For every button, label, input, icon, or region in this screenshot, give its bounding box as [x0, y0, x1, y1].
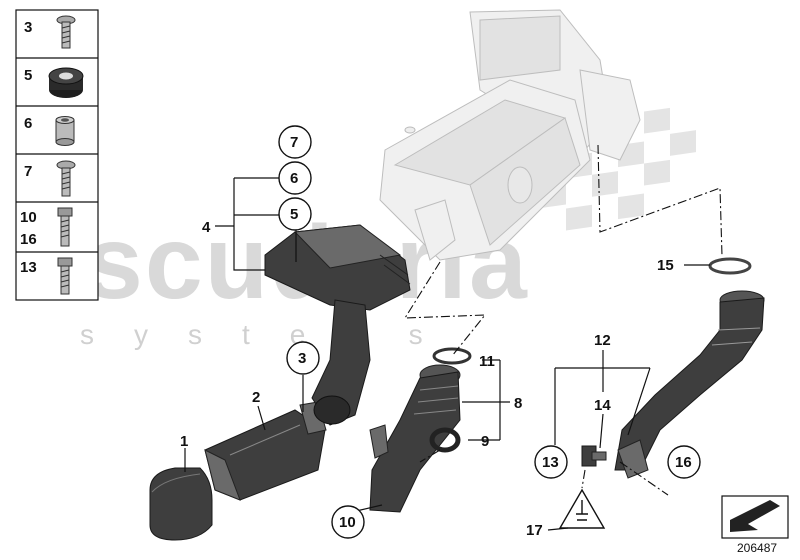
callout-14: 14: [594, 397, 611, 414]
screw-icon: [56, 15, 76, 49]
callout-4: 4: [202, 219, 211, 236]
callout-6: 6: [290, 170, 298, 187]
callout-3: 3: [298, 350, 306, 367]
legend-frame: [15, 9, 99, 301]
screw-icon: [56, 160, 76, 197]
part-12-curved-pipe: [614, 290, 765, 479]
callout-17: 17: [526, 522, 543, 539]
part-11-hose-clamp: [432, 347, 472, 365]
hex-bolt-icon: [57, 257, 73, 295]
legend-number: 6: [24, 115, 32, 132]
callout-circle: [534, 445, 568, 479]
callout-circle: [278, 197, 312, 231]
part-8-intake-boot: [369, 364, 461, 513]
part-2-intake-duct: [204, 401, 327, 501]
sensor-symbol-icon: [558, 488, 606, 529]
hex-bolt-icon: [57, 207, 73, 247]
part-15-hose-clamp: [708, 257, 752, 275]
callout-5: 5: [290, 206, 298, 223]
air-filter-housing-ghost: [379, 9, 641, 261]
legend-number: 10: [20, 209, 37, 226]
part-9-hose-clamp: [429, 427, 461, 453]
part-4-intake-snorkel: [264, 224, 411, 426]
grommet-icon: [48, 67, 84, 98]
leader-lines: [184, 177, 710, 531]
callout-circle: [331, 505, 365, 539]
callout-2: 2: [252, 389, 260, 406]
callout-13: 13: [542, 454, 559, 471]
callout-7: 7: [290, 134, 298, 151]
callout-12: 12: [594, 332, 611, 349]
legend-number: 13: [20, 259, 37, 276]
callout-circle: [278, 125, 312, 159]
callout-8: 8: [514, 395, 522, 412]
callout-circles: [278, 125, 701, 539]
direction-arrow-icon: [730, 500, 780, 532]
callout-circle: [667, 445, 701, 479]
callout-11: 11: [479, 353, 495, 370]
assembly-lines: [403, 144, 723, 496]
callout-labels: 1 2 3 4 5 6 7 8 9 10 11 12 13 14 15 16 1…: [180, 134, 692, 539]
part-14-sensor: [581, 445, 607, 467]
callout-1: 1: [180, 433, 188, 450]
legend-number: 5: [24, 67, 32, 84]
reference-box: 206487: [721, 495, 789, 555]
callout-15: 15: [657, 257, 674, 274]
callout-9: 9: [481, 433, 489, 450]
callout-circle: [286, 341, 320, 375]
legend-number: 7: [24, 163, 32, 180]
sleeve-icon: [55, 116, 75, 146]
watermark-tagline: systems: [80, 319, 463, 350]
legend-number: 16: [20, 231, 37, 248]
callout-10: 10: [339, 514, 356, 531]
legend-panel: 3 5 6 7 10 16: [15, 9, 99, 301]
part-1-end-cap: [149, 467, 213, 541]
legend-number: 3: [24, 19, 32, 36]
reference-number: 206487: [737, 541, 777, 555]
callout-circle: [278, 161, 312, 195]
callout-16: 16: [675, 454, 692, 471]
